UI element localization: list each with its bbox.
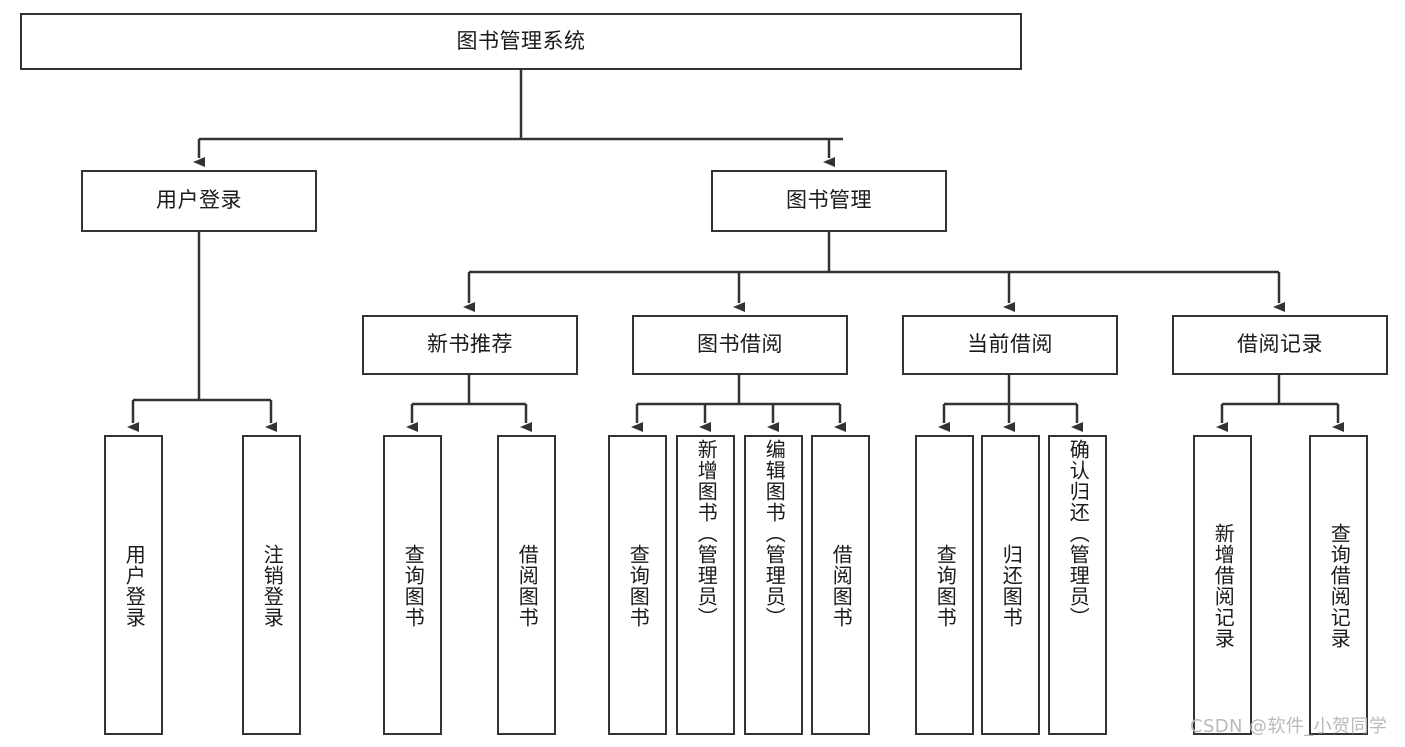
node-book-borrow-label: 图书借阅 [697, 332, 783, 357]
node-borrow-record-label: 借阅记录 [1237, 332, 1323, 357]
node-leaf-user-login[interactable]: 用户登录 [104, 435, 163, 735]
node-leaf-borrow-book-2[interactable]: 借阅图书 [811, 435, 870, 735]
watermark: CSDN @软件_小贺同学 [1190, 716, 1388, 737]
node-leaf-edit-book-label: 编辑图书（管理员） [762, 439, 787, 628]
node-new-book-recommend-label: 新书推荐 [427, 332, 513, 357]
node-leaf-query-book-1[interactable]: 查询图书 [383, 435, 442, 735]
node-user-login[interactable]: 用户登录 [81, 170, 317, 232]
node-leaf-return-book[interactable]: 归还图书 [981, 435, 1040, 735]
node-root[interactable]: 图书管理系统 [20, 13, 1022, 70]
node-book-borrow[interactable]: 图书借阅 [632, 315, 848, 375]
node-current-borrow[interactable]: 当前借阅 [902, 315, 1118, 375]
node-leaf-borrow-book-1-label: 借阅图书 [515, 544, 540, 628]
node-leaf-return-book-label: 归还图书 [999, 544, 1024, 628]
node-book-manage-label: 图书管理 [786, 188, 872, 213]
node-leaf-confirm-return-label: 确认归还（管理员） [1066, 439, 1091, 628]
node-leaf-query-record[interactable]: 查询借阅记录 [1309, 435, 1368, 735]
node-book-manage[interactable]: 图书管理 [711, 170, 947, 232]
node-leaf-add-record[interactable]: 新增借阅记录 [1193, 435, 1252, 735]
node-leaf-confirm-return[interactable]: 确认归还（管理员） [1048, 435, 1107, 735]
node-leaf-query-record-label: 查询借阅记录 [1327, 523, 1352, 649]
node-leaf-query-book-3[interactable]: 查询图书 [915, 435, 974, 735]
node-leaf-user-logout-label: 注销登录 [260, 544, 285, 628]
node-root-label: 图书管理系统 [456, 28, 586, 53]
node-leaf-query-book-1-label: 查询图书 [401, 544, 426, 628]
node-borrow-record[interactable]: 借阅记录 [1172, 315, 1388, 375]
node-leaf-query-book-2[interactable]: 查询图书 [608, 435, 667, 735]
node-leaf-borrow-book-2-label: 借阅图书 [829, 544, 854, 628]
node-leaf-query-book-2-label: 查询图书 [626, 544, 651, 628]
node-leaf-user-login-label: 用户登录 [122, 544, 147, 628]
node-user-login-label: 用户登录 [156, 188, 242, 213]
node-leaf-add-book[interactable]: 新增图书（管理员） [676, 435, 735, 735]
node-leaf-add-book-label: 新增图书（管理员） [694, 439, 719, 628]
node-leaf-borrow-book-1[interactable]: 借阅图书 [497, 435, 556, 735]
node-leaf-query-book-3-label: 查询图书 [933, 544, 958, 628]
node-leaf-add-record-label: 新增借阅记录 [1211, 523, 1236, 649]
node-leaf-user-logout[interactable]: 注销登录 [242, 435, 301, 735]
node-leaf-edit-book[interactable]: 编辑图书（管理员） [744, 435, 803, 735]
node-new-book-recommend[interactable]: 新书推荐 [362, 315, 578, 375]
node-current-borrow-label: 当前借阅 [967, 332, 1053, 357]
